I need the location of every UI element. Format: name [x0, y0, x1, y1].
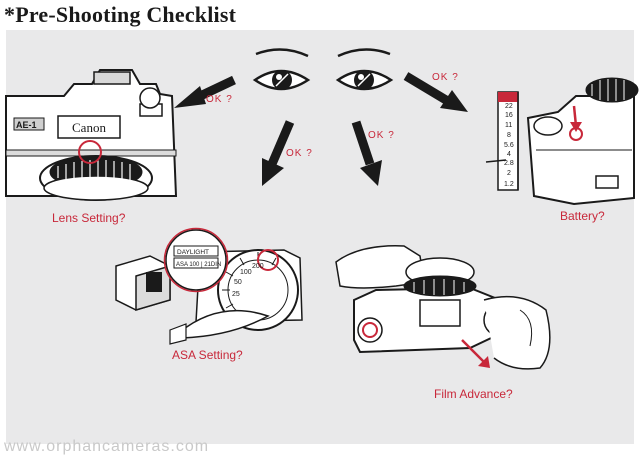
ok-label-battery: OK ?: [432, 72, 459, 83]
film-box-asa: ASA 100 | 21DIN: [176, 262, 221, 268]
camera-model-label: AE-1: [16, 120, 37, 130]
scale-value: 5.6: [504, 142, 514, 149]
scale-value: 1.2: [504, 181, 514, 188]
scale-value: 8: [507, 132, 511, 139]
scale-value: 2: [507, 170, 511, 177]
right-eye-icon: [335, 48, 394, 91]
film-box-daylight: DAYLIGHT: [177, 249, 209, 256]
asa-dial-value: 25: [232, 291, 240, 298]
arrow-to-film-icon: [351, 120, 382, 186]
asa-dial-value: 100: [240, 269, 252, 276]
ok-label-film: OK ?: [368, 130, 395, 141]
caption-asa-setting: ASA Setting?: [172, 348, 243, 362]
asa-dial-value: 50: [234, 279, 242, 286]
film-advance-camera-illustration: [335, 245, 551, 370]
caption-film-advance: Film Advance?: [434, 387, 513, 401]
ok-label-asa: OK ?: [286, 148, 313, 159]
left-eye-icon: [252, 48, 311, 91]
film-box-illustration: [115, 255, 171, 312]
arrow-to-asa-icon: [262, 120, 295, 186]
scale-value: 22: [505, 103, 513, 110]
asa-magnifier: [163, 227, 229, 293]
page-title: *Pre-Shooting Checklist: [4, 2, 237, 27]
aperture-scale: [485, 91, 519, 191]
scale-value: 16: [505, 112, 513, 119]
scale-value: 4: [507, 151, 511, 158]
caption-battery: Battery?: [560, 209, 605, 223]
ok-label-lens: OK ?: [206, 94, 233, 105]
arrow-to-battery-icon: [403, 72, 468, 112]
asa-dial-value: 200: [252, 263, 264, 270]
scale-value: 2.8: [504, 160, 514, 167]
scale-value: 11: [505, 122, 512, 129]
lens-camera-illustration: [5, 69, 178, 201]
watermark: www.orphancameras.com: [4, 438, 210, 455]
arrow-to-lens-icon: [174, 75, 236, 108]
caption-lens-setting: Lens Setting?: [52, 211, 126, 225]
camera-brand-label: Canon: [72, 120, 106, 135]
battery-camera-illustration: [526, 77, 639, 206]
